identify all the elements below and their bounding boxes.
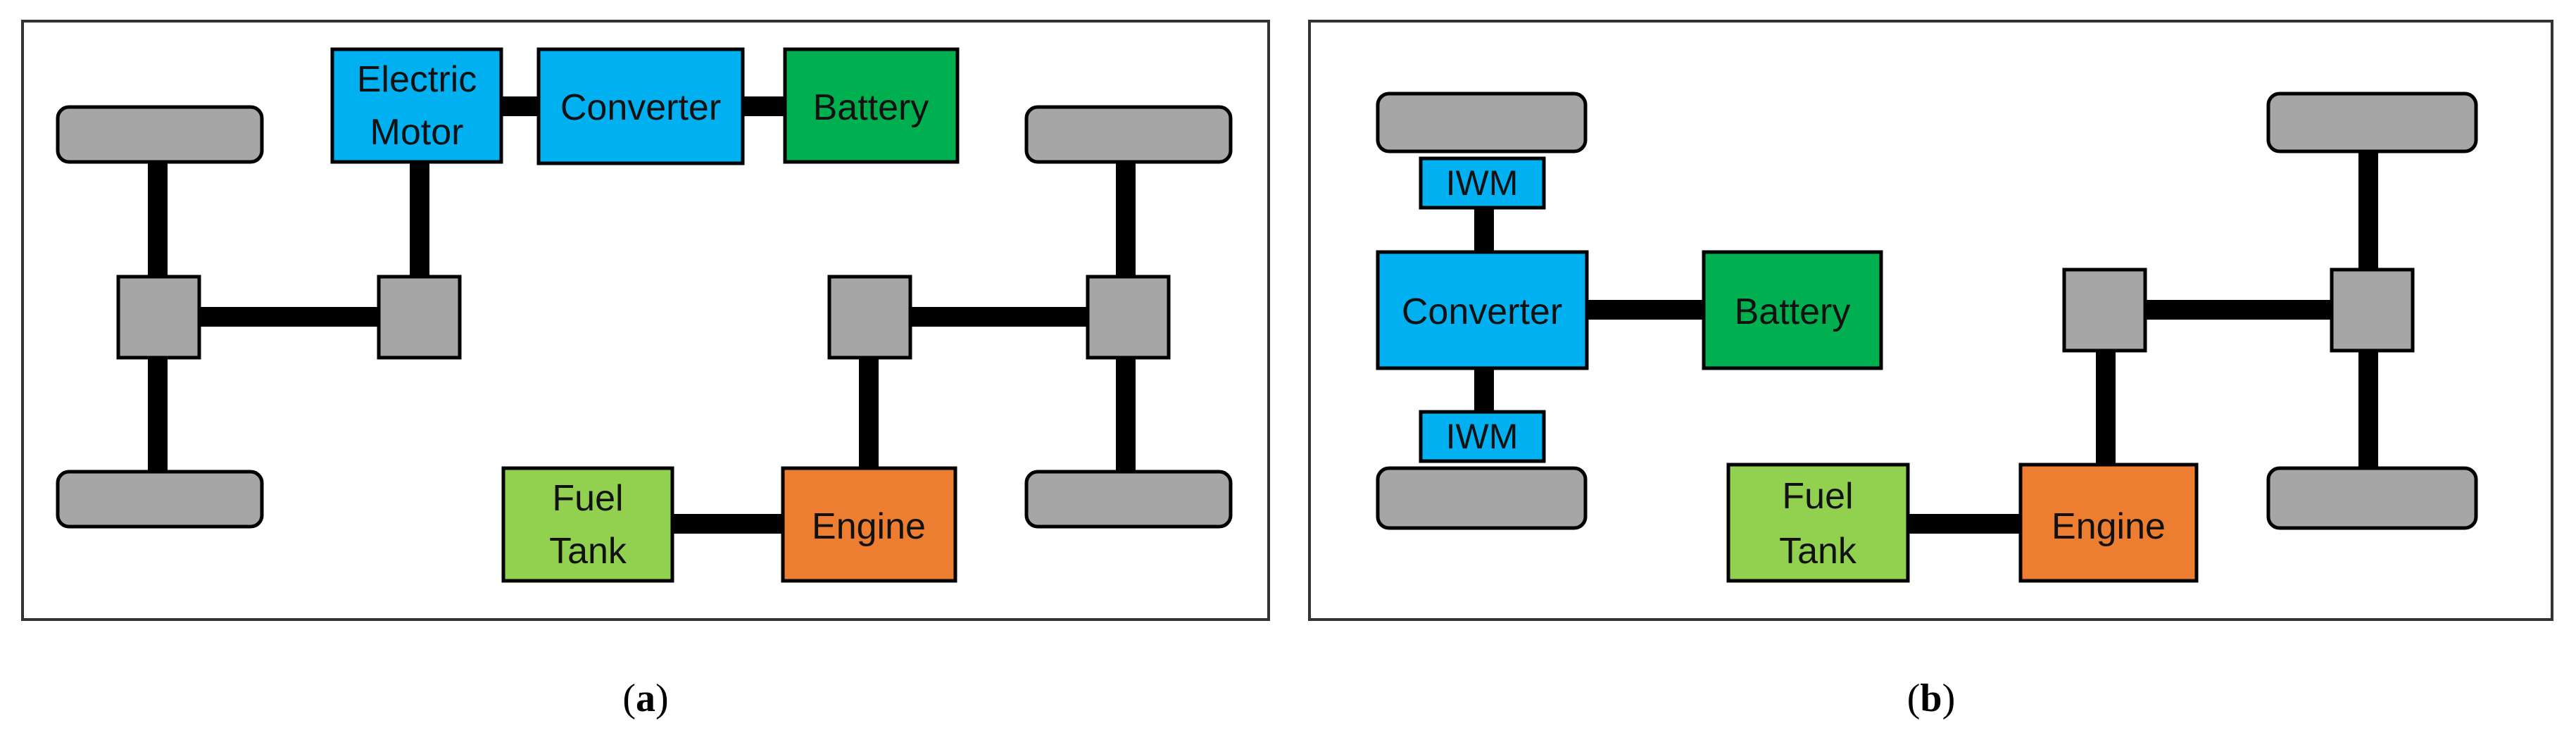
b-wheel-rear-left	[1376, 466, 1588, 530]
panel-b-shafts	[1474, 141, 2378, 534]
b-converter-battery-link	[1584, 300, 1707, 320]
panel-a-caption: (a)	[622, 677, 668, 720]
a-joint-engine	[827, 275, 912, 360]
b-engine-label: Engine	[2052, 506, 2166, 547]
b-converter-block: Converter	[1376, 250, 1589, 370]
b-iwm-bottom-label: IWM	[1446, 417, 1519, 456]
b-joint-right-axle	[2330, 268, 2415, 353]
b-iwm-top-converter-link	[1474, 208, 1494, 253]
b-fuel-tank-label-line2: Tank	[1779, 531, 1857, 572]
a-engine-label: Engine	[812, 506, 926, 547]
panel-b-caption: (b)	[1907, 677, 1955, 720]
a-tank-engine-link	[672, 514, 785, 534]
a-battery-label: Battery	[813, 87, 929, 128]
a-electric-motor-block: Electric Motor	[330, 47, 503, 164]
a-electric-motor-label-line1: Electric	[357, 59, 477, 100]
b-fuel-tank-label-line1: Fuel	[1782, 476, 1853, 517]
a-drive-shaft-right	[908, 307, 1119, 327]
b-wheel-rear-right	[2266, 466, 2478, 530]
b-battery-block: Battery	[1702, 250, 1883, 370]
a-joint-right-axle	[1086, 275, 1171, 360]
a-wheel-front-left	[56, 105, 264, 164]
a-battery-block: Battery	[783, 47, 960, 164]
a-converter-block: Converter	[536, 47, 745, 165]
b-engine-shaft	[2096, 345, 2116, 472]
a-fuel-tank-label-line2: Tank	[549, 531, 627, 572]
b-wheel-front-right	[2266, 92, 2478, 153]
a-engine-block: Engine	[781, 466, 957, 583]
panel-b-border	[1308, 20, 2553, 621]
b-iwm-bottom-block: IWM	[1419, 410, 1546, 463]
panel-a: Electric Motor Converter Battery Fuel Ta…	[21, 20, 1270, 720]
a-wheel-rear-right	[1024, 470, 1233, 529]
b-iwm-top-block: IWM	[1419, 156, 1546, 210]
panel-a-border	[21, 20, 1270, 621]
b-converter-label: Converter	[1402, 291, 1562, 332]
b-joint-engine	[2062, 268, 2147, 353]
b-converter-iwm-bottom-link	[1474, 366, 1494, 412]
a-converter-label: Converter	[560, 87, 721, 128]
b-iwm-top-label: IWM	[1446, 163, 1519, 203]
b-fuel-tank-block: Fuel Tank	[1726, 463, 1910, 583]
a-wheel-front-right	[1024, 105, 1233, 164]
b-engine-block: Engine	[2018, 463, 2199, 583]
a-joint-left-axle	[116, 275, 201, 360]
a-converter-battery-link	[739, 96, 788, 116]
a-electric-motor-label-line2: Motor	[370, 112, 464, 153]
a-joint-motor	[377, 275, 462, 360]
panel-b: IWM IWM Converter Battery Fuel Tank	[1308, 20, 2553, 720]
a-motor-shaft	[410, 158, 429, 282]
b-wheel-front-left	[1376, 92, 1588, 153]
a-fuel-tank-label-line1: Fuel	[552, 478, 623, 519]
b-drive-shaft	[2144, 300, 2362, 320]
b-tank-engine-link	[1908, 514, 2024, 534]
b-battery-label: Battery	[1735, 291, 1851, 332]
a-fuel-tank-block: Fuel Tank	[501, 466, 674, 583]
a-wheel-rear-left	[56, 470, 264, 529]
a-engine-shaft	[859, 352, 879, 472]
